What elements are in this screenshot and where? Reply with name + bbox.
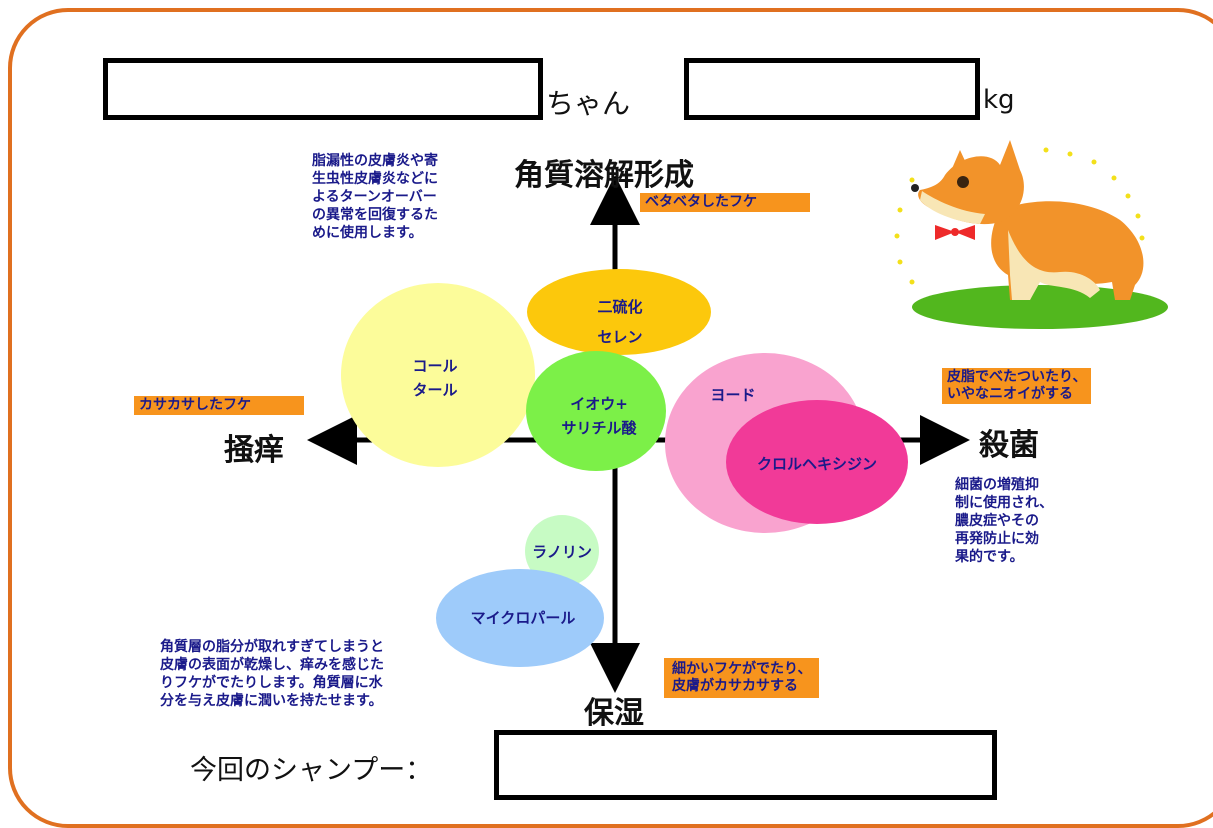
coal-tar-circle bbox=[341, 283, 535, 467]
label-chlorhexidine: クロルヘキシジン bbox=[756, 455, 877, 473]
tag-dry-dandruff: カサカサしたフケ bbox=[134, 396, 304, 415]
lanolin-circle bbox=[525, 515, 599, 587]
selenium-circle bbox=[527, 269, 711, 355]
axis-bottom-title: 保湿 bbox=[584, 696, 644, 731]
diagram-canvas bbox=[307, 140, 1168, 693]
axis-right-title: 殺菌 bbox=[979, 428, 1039, 463]
shampoo-label: 今回のシャンプー： bbox=[190, 755, 433, 786]
note-turnover: 脂漏性の皮膚炎や寄 生虫性皮膚炎などに よるターンオーバー の異常を回復するた … bbox=[312, 153, 438, 241]
label-iodine: ヨード bbox=[710, 386, 756, 404]
sulfur-circle bbox=[526, 351, 666, 471]
label-sulfur: イオウ+ サリチル酸 bbox=[561, 395, 637, 437]
weight-unit-label: kg bbox=[983, 85, 1015, 115]
weight-field[interactable] bbox=[684, 58, 980, 120]
label-micropearl: マイクロパール bbox=[470, 609, 576, 627]
corgi-illustration bbox=[894, 140, 1168, 329]
axis-left-title: 掻痒 bbox=[224, 433, 284, 468]
tag-sticky-dandruff: ベタベタしたフケ bbox=[640, 193, 810, 212]
label-lanolin: ラノリン bbox=[532, 543, 592, 561]
note-antibacterial: 細菌の増殖抑 制に使用され、 膿皮症やその 再発防止に効 果的です。 bbox=[955, 477, 1054, 565]
tag-fine-dandruff: 細かいフケがでたり、 皮膚がカサカサする bbox=[664, 658, 820, 698]
label-coal-tar: コール タール bbox=[412, 357, 458, 399]
label-selenium: 二硫化 セレン bbox=[597, 298, 643, 346]
axis-top-title: 角質溶解形成 bbox=[514, 158, 694, 193]
name-suffix-label: ちゃん bbox=[546, 87, 631, 120]
micropearl-circle bbox=[436, 569, 604, 667]
tag-oily-odor: 皮脂でべたついたり、 いやなニオイがする bbox=[942, 368, 1092, 404]
pet-name-field[interactable] bbox=[103, 58, 543, 120]
chlorhexidine-circle bbox=[726, 400, 908, 524]
shampoo-field[interactable] bbox=[494, 730, 997, 800]
note-moisturizing: 角質層の脂分が取れすぎてしまうと 皮膚の表面が乾燥し、痒みを感じた りフケがでた… bbox=[160, 639, 384, 709]
